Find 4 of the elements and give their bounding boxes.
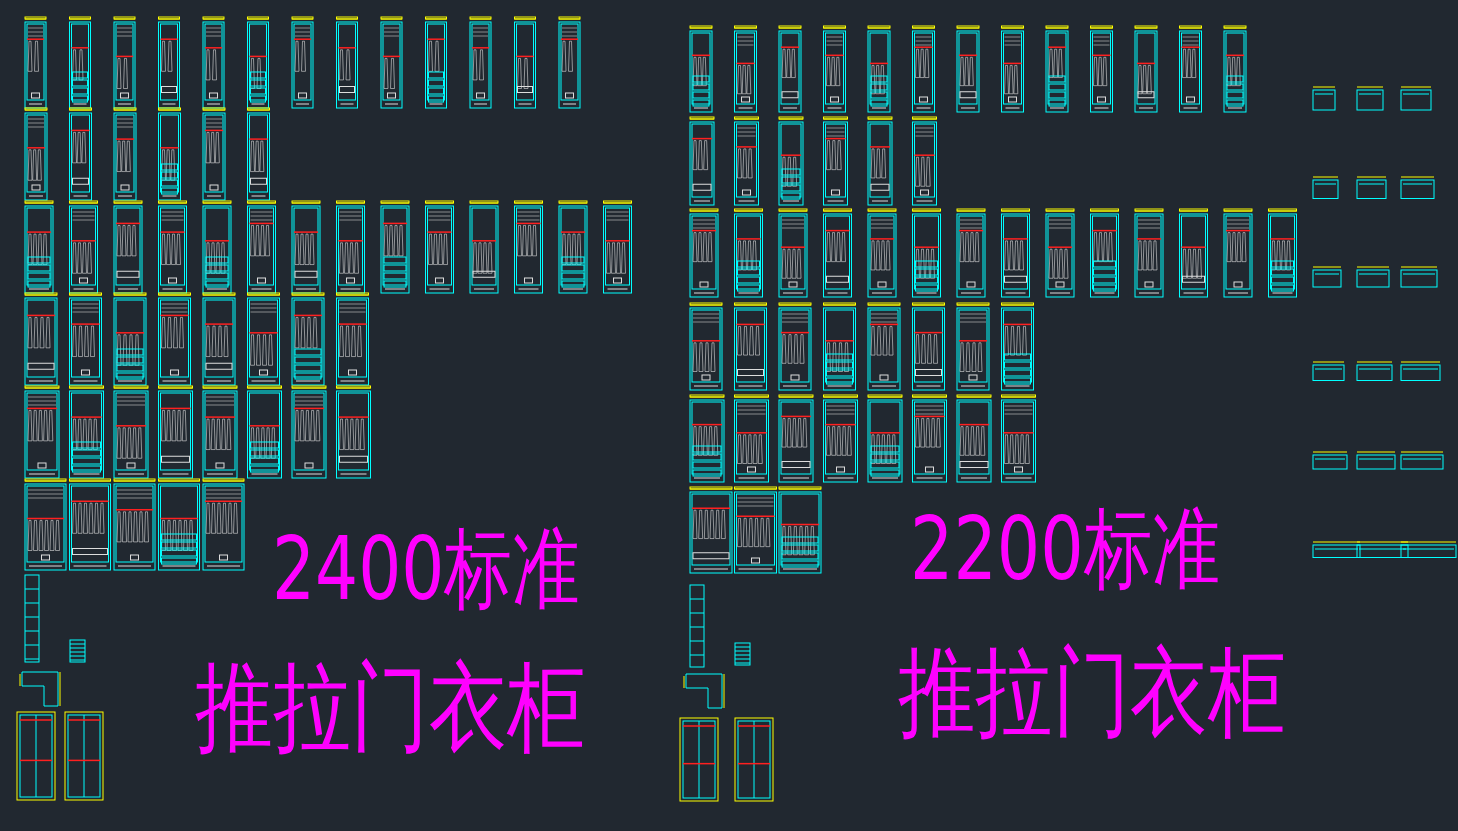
sheet-title: 推拉门衣柜 — [898, 643, 1285, 741]
sheet-title: 2200标准 — [910, 505, 1220, 593]
sheet-title: 推拉门衣柜 — [195, 658, 585, 756]
sheet-title: 2400标准 — [272, 525, 580, 613]
